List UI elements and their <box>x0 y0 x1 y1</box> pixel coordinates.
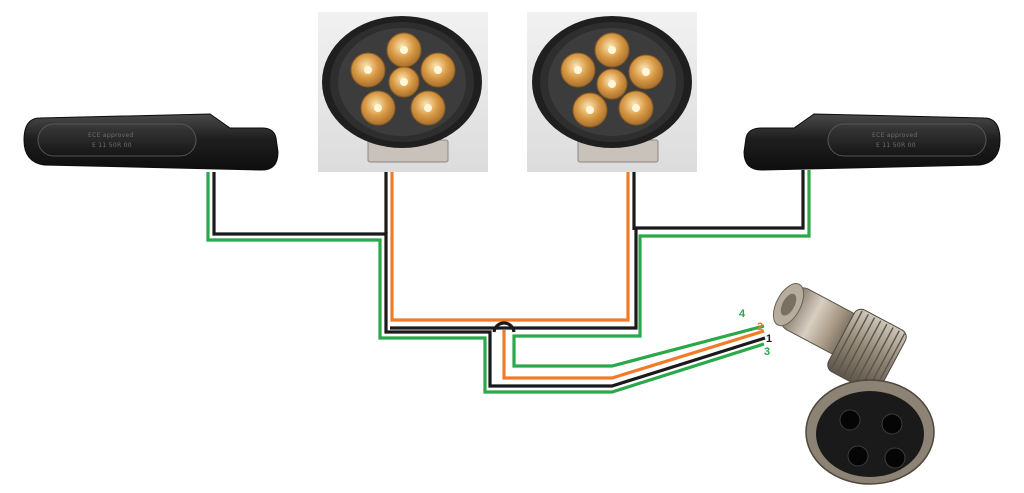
wire-orange-to-connector <box>502 329 765 380</box>
left-signal-lens <box>37 123 197 157</box>
svg-text:ECE approved: ECE approved <box>872 132 918 139</box>
pin-label-2: 2 <box>757 321 763 333</box>
pin-label-3: 3 <box>764 346 770 358</box>
wire-black-left-signal <box>212 172 766 388</box>
pin-label-4: 4 <box>739 308 746 320</box>
wire-green-right-signal <box>512 170 811 368</box>
left-spotlight-leds <box>350 32 456 126</box>
pin-label-1: 1 <box>766 333 772 345</box>
right-spotlight-leds <box>560 32 664 128</box>
left-spotlight <box>318 12 488 172</box>
svg-text:ECE approved: ECE approved <box>88 132 134 139</box>
right-spotlight <box>527 12 697 172</box>
wire-green-left-signal <box>206 172 765 394</box>
wire-crossover-hump <box>492 321 516 333</box>
connector-pin-labels: 4 2 1 3 <box>739 308 772 358</box>
left-turn-signal: ECE approved E 11 50R 00 <box>23 113 279 171</box>
svg-text:E 11 50R 00: E 11 50R 00 <box>92 142 132 149</box>
wire-black-right <box>390 170 805 330</box>
right-turn-signal: ECE approved E 11 50R 00 <box>743 113 1001 171</box>
svg-text:E 11 50R 00: E 11 50R 00 <box>876 142 916 149</box>
connector-plug <box>772 283 935 485</box>
right-signal-lens <box>827 123 987 157</box>
wire-orange-left-spotlight <box>390 150 630 322</box>
wiring-harness <box>206 150 811 394</box>
connector-sockets <box>839 409 906 469</box>
